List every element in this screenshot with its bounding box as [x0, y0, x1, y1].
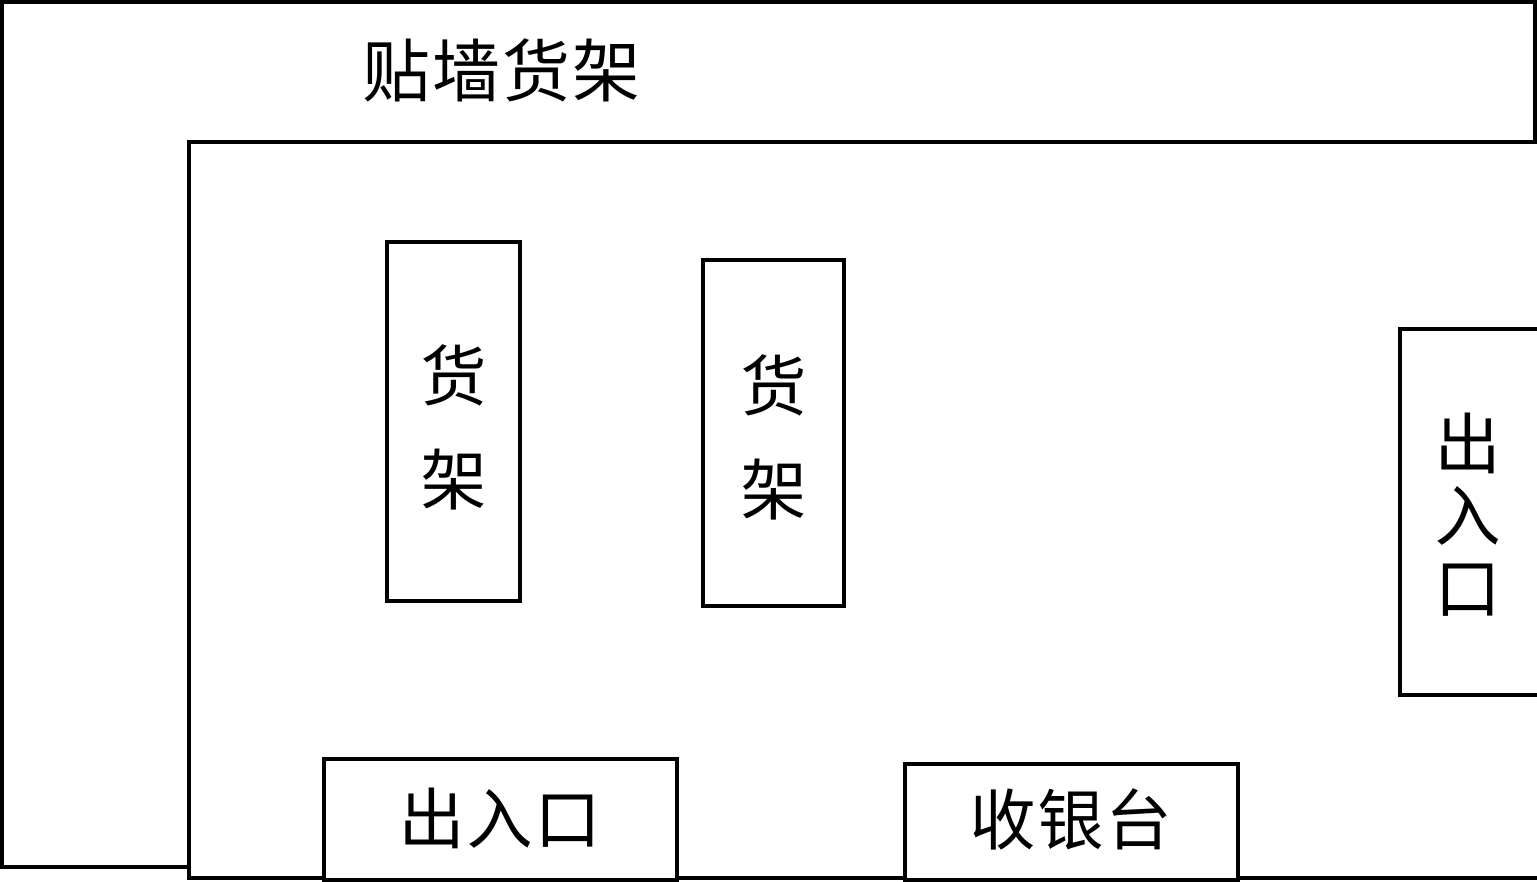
entrance-bottom-label: 出入口 [398, 782, 603, 859]
shelf-left-char-1: 货 [420, 339, 487, 416]
checkout-counter: 收银台 [903, 762, 1240, 882]
shelf-middle [701, 258, 846, 608]
shelf-middle-label: 货 架 [701, 336, 846, 544]
entrance-right-char-2: 入 [1434, 479, 1501, 556]
shelf-left [385, 240, 522, 603]
entrance-right-label: 出 入 口 [1398, 410, 1537, 626]
entrance-right-char-1: 出 [1434, 407, 1501, 484]
shelf-left-char-2: 架 [420, 443, 487, 520]
entrance-right-char-3: 口 [1434, 551, 1501, 628]
entrance-right [1398, 327, 1537, 697]
wall-shelf-label: 贴墙货架 [362, 34, 643, 113]
shelf-middle-char-2: 架 [740, 453, 807, 530]
shelf-left-label: 货 架 [385, 326, 522, 534]
entrance-bottom: 出入口 [322, 757, 679, 882]
checkout-counter-label: 收银台 [969, 783, 1174, 860]
shelf-middle-char-1: 货 [740, 349, 807, 426]
